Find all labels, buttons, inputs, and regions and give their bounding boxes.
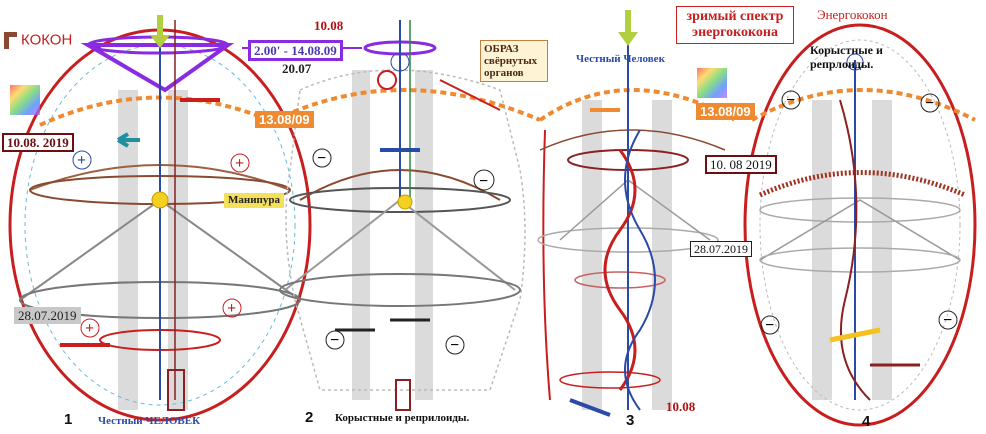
- spectrum-swatch-icon: [697, 68, 727, 98]
- panel1-date-2807: 28.07.2019: [14, 307, 81, 324]
- panel3-blue-helix: [624, 129, 656, 411]
- panel4-title: Энергококон: [817, 7, 888, 22]
- panel4-cocoon: − − − −: [743, 23, 977, 427]
- panel2-caption: Корыстные и реприлоиды.: [335, 412, 470, 424]
- svg-text:−: −: [925, 95, 934, 112]
- manipura-label: Манипура: [224, 193, 285, 208]
- panel2-organs-note: ОБРАЗ свёрнутых органов: [480, 40, 548, 83]
- panel3-cocoon: [537, 10, 736, 417]
- svg-text:−: −: [943, 312, 952, 329]
- panel2-red-circle: [377, 70, 397, 90]
- panel-number: 4: [862, 413, 871, 430]
- svg-text:−: −: [786, 92, 795, 109]
- svg-text:−: −: [765, 317, 774, 334]
- panel1-date-1308: 13.08/09: [255, 111, 314, 128]
- panel2-date-2007: 20.07: [282, 61, 312, 76]
- panel3-date-bottom: 10.08: [666, 399, 696, 414]
- panel2-cocoon: − − − −: [274, 20, 541, 411]
- panel-number: 2: [305, 409, 314, 426]
- panel3-date-2807: 28.07.2019: [690, 241, 752, 257]
- panel2-date-1008: 10.08: [314, 18, 344, 33]
- svg-text:−: −: [450, 337, 459, 354]
- panel-number: 1: [64, 411, 73, 428]
- panel3-red-helix: [603, 149, 637, 391]
- svg-text:−: −: [479, 173, 488, 190]
- panel-number: 3: [626, 412, 635, 429]
- panel1-cocoon: + + + +: [8, 15, 312, 422]
- svg-text:−: −: [317, 150, 326, 167]
- panel3-date-1308: 13.08/09: [696, 103, 755, 120]
- panel1-date-top: 2.00' - 14.08.09: [248, 40, 343, 61]
- panel1-caption: Честный ЧЕЛОВЕК: [98, 415, 201, 427]
- panel3-label: Честный Человек: [576, 53, 665, 65]
- svg-text:+: +: [85, 320, 94, 337]
- spectrum-swatch-icon: [10, 85, 40, 115]
- figure-pillars: [118, 70, 892, 410]
- panel4-oval: [743, 23, 977, 427]
- svg-text:−: −: [330, 332, 339, 349]
- svg-text:+: +: [77, 152, 86, 169]
- panel3-date-1008: 10. 08 2019: [705, 155, 777, 174]
- panel1-title: КОКОН: [4, 32, 72, 49]
- panel3-heading: зримый спектр энергококона: [676, 6, 794, 45]
- svg-text:+: +: [227, 300, 236, 317]
- panel1-date-1008: 10.08. 2019: [2, 133, 74, 152]
- panel4-label: Корыстные и репрлоиды.: [810, 43, 883, 72]
- svg-text:+: +: [235, 155, 244, 172]
